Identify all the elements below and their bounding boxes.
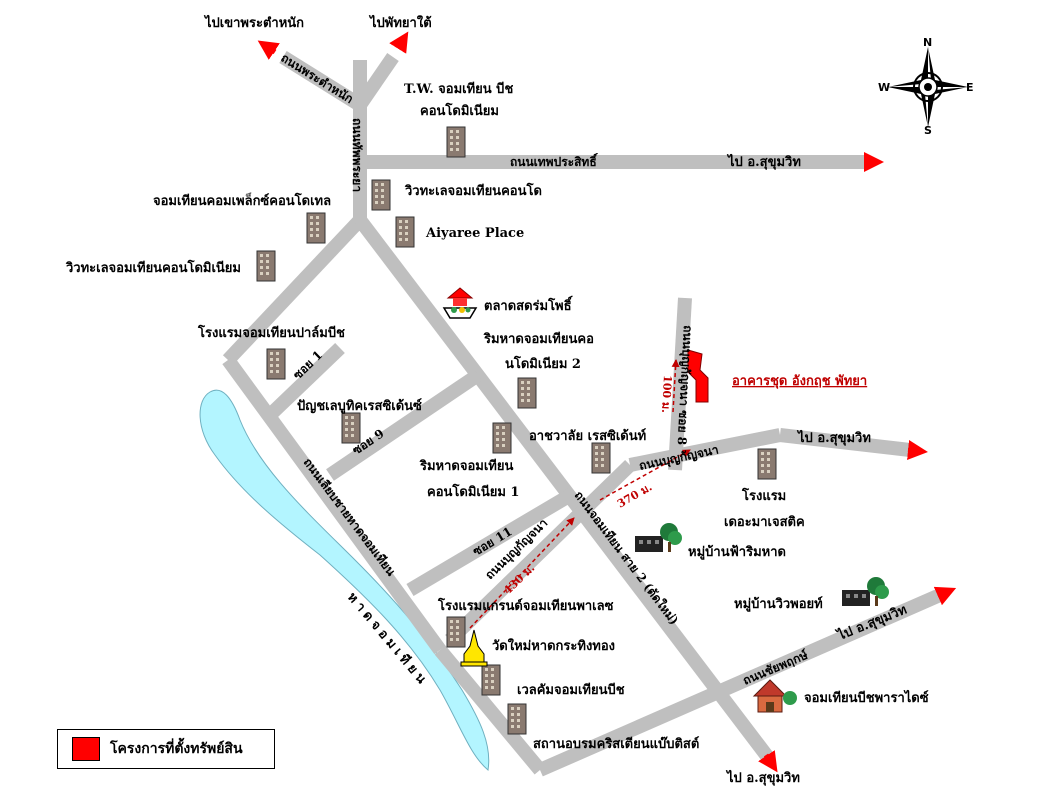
building-icon — [266, 348, 286, 380]
road-network — [222, 51, 943, 777]
building-icon — [492, 422, 512, 454]
beach-water — [199, 389, 490, 771]
place-viewtalay-condo: วิวทะเลจอมเทียนคอนโด — [404, 182, 542, 199]
building-icon — [256, 250, 276, 282]
label-to-khao-phra-tamnak: ไปเขาพระตำหนัก — [203, 14, 304, 31]
road-chaiyapruek: ถนนชัยพฤกษ์ — [741, 648, 810, 688]
distance-100m: 100 ม. — [659, 375, 674, 414]
place-rimhat-2b: นโดมิเนียม 2 — [505, 355, 581, 372]
building-icon — [507, 703, 527, 735]
building-icon — [591, 442, 611, 474]
building-icon — [371, 179, 391, 211]
legend: โครงการที่ตั้งทรัพย์สิน — [57, 729, 275, 769]
place-rimhat-2a: ริมหาดจอมเทียนคอ — [483, 331, 594, 347]
building-icon — [341, 412, 361, 444]
building-icon — [517, 377, 537, 409]
compass-rose — [888, 47, 968, 127]
compass-e: E — [966, 81, 974, 94]
house-icon — [752, 679, 797, 713]
legend-swatch — [72, 737, 100, 761]
target-label[interactable]: อาคารชุด อังกฤช พัทยา — [732, 374, 867, 389]
place-majestic-a: โรงแรม — [741, 487, 786, 504]
label-to-sukhumvit-4: ไป อ.สุขุมวิท — [725, 769, 800, 786]
place-panya: ปัญชเลบูทิคเรสซิเด้นซ์ — [297, 398, 422, 414]
place-rimhat-1a: ริมหาดจอมเทียน — [419, 458, 514, 474]
distance-370m: 370 ม. — [615, 480, 654, 510]
place-christian: สถานอบรมคริสเตียนแบ๊บติสต์ — [533, 736, 699, 752]
place-tw-jomtien-2: คอนโดมิเนียม — [420, 102, 499, 119]
village-icon — [635, 523, 682, 552]
temple-icon — [460, 629, 488, 667]
building-icon — [395, 216, 415, 248]
building-icon — [446, 616, 466, 648]
place-jomtien-complex: จอมเทียนคอมเพล็กซ์คอนโดเทล — [153, 191, 331, 209]
building-icon — [446, 126, 466, 158]
place-village-view: หมู่บ้านวิวพอยท์ — [734, 596, 823, 612]
label-to-sukhumvit-1: ไป อ.สุขุมวิท — [726, 153, 801, 170]
compass-s: S — [924, 124, 932, 137]
place-palm-beach: โรงแรมจอมเทียนปาล์มบีช — [197, 324, 345, 341]
village-icon — [842, 577, 889, 606]
place-wat: วัดใหม่หาดกระทิงทอง — [492, 637, 615, 654]
place-aiyaree: Aiyaree Place — [425, 226, 524, 241]
road-left-top: ถนนทัพพระยา — [350, 118, 364, 192]
place-majestic-b: เดอะมาเจสติค — [724, 515, 805, 530]
building-icon — [481, 664, 501, 696]
label-to-sukhumvit-2: ไป อ.สุขุมวิท — [796, 429, 871, 446]
legend-label: โครงการที่ตั้งทรัพย์สิน — [110, 741, 243, 757]
distance-lines — [469, 359, 691, 629]
place-grand-hotel: โรงแรมแกรนด์จอมเทียนพาเลซ — [437, 597, 614, 614]
place-paradise: จอมเทียนบีชพาราไดซ์ — [804, 689, 929, 706]
direction-arrows — [257, 31, 957, 773]
compass-w: W — [878, 81, 890, 94]
place-viewtalay-condominium: วิวทะเลจอมเทียนคอนโดมิเนียม — [65, 259, 241, 276]
building-icon — [757, 448, 777, 480]
place-rimhat-1b: คอนโดมิเนียม 1 — [427, 483, 519, 500]
building-icon — [306, 212, 326, 244]
compass-n: N — [923, 36, 932, 49]
label-to-sukhumvit-3: ไป อ.สุขุมวิท — [833, 601, 909, 645]
place-village-fa: หมู่บ้านฟ้าริมหาด — [688, 544, 786, 560]
road-phra-tamnak: ถนนพระตำหนัก — [278, 51, 355, 107]
label-to-south-pattaya: ไปพัทยาใต้ — [368, 14, 432, 31]
place-market: ตลาดสดร่มโพธิ์ — [484, 295, 573, 314]
place-tw-jomtien: T.W. จอมเทียน บีช — [404, 81, 513, 97]
place-arcawalai: อาชวาลัย เรสซิเด้นท์ — [529, 428, 646, 444]
target-building[interactable] — [687, 349, 709, 403]
market-icon — [442, 287, 478, 319]
place-welcome: เวลคัมจอมเทียนบีช — [517, 682, 625, 698]
road-thepprasit: ถนนเทพประสิทธิ์ — [510, 153, 598, 169]
